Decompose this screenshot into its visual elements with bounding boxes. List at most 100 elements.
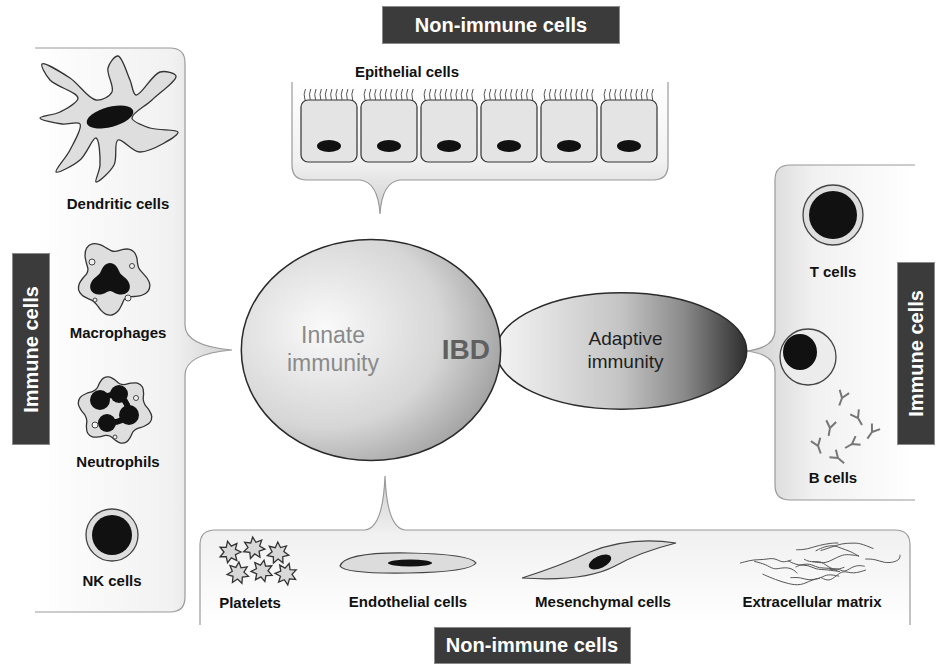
microvillus bbox=[489, 89, 490, 100]
matrix-fibre bbox=[812, 555, 859, 563]
cell-label: Platelets bbox=[219, 594, 281, 611]
matrix-fibre bbox=[816, 546, 859, 557]
platelet bbox=[267, 542, 288, 563]
antibody bbox=[850, 409, 866, 427]
antibody bbox=[835, 390, 850, 408]
microvillus bbox=[352, 89, 353, 100]
node-label: Immune cells bbox=[20, 286, 43, 413]
b-cell-picture bbox=[780, 329, 880, 467]
cell-body bbox=[780, 329, 836, 385]
top-bracket bbox=[292, 82, 668, 214]
microvillus bbox=[500, 89, 501, 100]
left-bracket bbox=[35, 48, 232, 612]
microvillus bbox=[331, 89, 332, 100]
matrix-fibre bbox=[796, 543, 838, 550]
vesicle bbox=[130, 264, 135, 269]
vesicle bbox=[93, 298, 97, 302]
microvillus bbox=[456, 89, 457, 100]
matrix-fibre bbox=[788, 561, 840, 572]
ellipse-shape bbox=[241, 240, 500, 461]
antibody-stroke bbox=[863, 423, 880, 441]
microvillus bbox=[401, 89, 402, 100]
cell-label-holder: Neutrophils bbox=[76, 453, 159, 471]
microvillus bbox=[521, 89, 522, 100]
matrix-fibre bbox=[804, 559, 844, 569]
microvillus bbox=[341, 89, 342, 100]
microvillus bbox=[407, 89, 408, 100]
nucleus-lobe bbox=[90, 390, 110, 410]
microvillus bbox=[440, 89, 441, 100]
macrophage-picture bbox=[78, 244, 149, 315]
microvillus bbox=[625, 89, 626, 100]
epithelial-cell bbox=[541, 100, 597, 162]
epithelial-cell bbox=[361, 100, 417, 162]
microvillus bbox=[412, 89, 413, 100]
node-label: Innate immunity bbox=[268, 322, 398, 377]
microvillus bbox=[609, 89, 610, 100]
antibody bbox=[843, 436, 861, 452]
node-label: Non-immune cells bbox=[415, 14, 587, 37]
microvillus bbox=[511, 89, 512, 100]
matrix-fibre bbox=[865, 555, 900, 563]
node-label: Non-immune cells bbox=[446, 634, 618, 657]
microvillus bbox=[576, 89, 577, 100]
section-header: Immune cells bbox=[897, 262, 935, 445]
right-bracket bbox=[746, 165, 915, 500]
mesenchymal-cell-picture bbox=[522, 541, 676, 579]
node-label: Immune cells bbox=[905, 290, 928, 417]
cell-nucleus bbox=[587, 551, 614, 572]
cell-nucleus bbox=[783, 334, 817, 370]
cell-label: Extracellular matrix bbox=[742, 593, 881, 610]
matrix-fibre bbox=[821, 543, 874, 550]
microvillus bbox=[636, 89, 637, 100]
epithelial-cells-picture bbox=[301, 89, 657, 162]
granule bbox=[113, 435, 117, 439]
cell-body bbox=[340, 553, 476, 573]
antibody-stroke bbox=[850, 409, 866, 427]
epithelial-cell bbox=[481, 100, 537, 162]
antibody-stroke bbox=[843, 436, 861, 452]
microvillus bbox=[604, 89, 605, 100]
microvillus bbox=[424, 89, 425, 100]
granule bbox=[92, 422, 98, 428]
platelet bbox=[275, 563, 296, 584]
cell-label-holder: Mesenchymal cells bbox=[535, 593, 671, 611]
microvillus bbox=[620, 89, 621, 100]
dendritic-cell-picture bbox=[40, 56, 178, 182]
platelets-picture bbox=[220, 537, 296, 585]
microvillus bbox=[505, 89, 506, 100]
microvillus bbox=[445, 89, 446, 100]
microvillus bbox=[435, 89, 436, 100]
neutrophil-picture bbox=[78, 377, 152, 443]
nk-cell-picture bbox=[86, 509, 138, 561]
microvillus bbox=[647, 89, 648, 100]
microvillus bbox=[615, 89, 616, 100]
microvillus bbox=[571, 89, 572, 100]
node-label: Adaptive immunity bbox=[570, 328, 682, 374]
antibody-stroke bbox=[829, 450, 847, 467]
cell-body bbox=[86, 509, 138, 561]
antibody bbox=[811, 438, 826, 456]
epithelial-cell bbox=[601, 100, 657, 162]
cell-nucleus bbox=[497, 140, 521, 152]
microvillus bbox=[320, 89, 321, 100]
microvillus bbox=[325, 89, 326, 100]
cell-nucleus bbox=[617, 140, 641, 152]
microvillus bbox=[652, 89, 653, 100]
cell-label-holder: Extracellular matrix bbox=[742, 593, 881, 611]
cell-label: Epithelial cells bbox=[355, 63, 459, 80]
bottom-bracket bbox=[200, 476, 910, 625]
cell-label-holder: Endothelial cells bbox=[349, 593, 467, 611]
microvillus bbox=[467, 89, 468, 100]
epithelial-cell bbox=[301, 100, 357, 162]
microvillus bbox=[315, 89, 316, 100]
cell-label-holder: NK cells bbox=[82, 572, 141, 590]
innate-ellipse: Innate immunityIBD bbox=[240, 238, 502, 462]
cell-label-holder: Epithelial cells bbox=[355, 63, 459, 81]
nucleus-lobe bbox=[98, 414, 116, 432]
microvillus bbox=[495, 89, 496, 100]
antibody-stroke bbox=[824, 420, 836, 437]
cell-label: NK cells bbox=[82, 572, 141, 589]
microvillus bbox=[592, 89, 593, 100]
microvillus bbox=[364, 89, 365, 100]
